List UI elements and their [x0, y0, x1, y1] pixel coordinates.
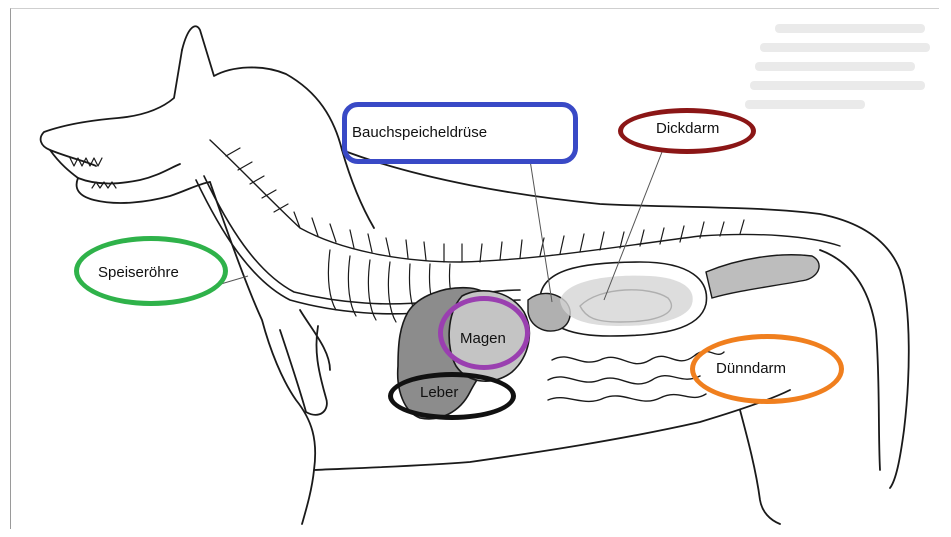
colon-fill — [560, 276, 693, 326]
dickdarm-label: Dickdarm — [656, 120, 719, 138]
dog-front-leg-inner — [300, 310, 330, 370]
bauchspeicheldruese-label: Bauchspeicheldrüse — [352, 124, 487, 142]
leber-label: Leber — [420, 384, 458, 402]
speiseroehre-label: Speiseröhre — [98, 264, 179, 282]
dog-hind-leg — [740, 410, 780, 524]
dog-ear — [41, 50, 182, 166]
duenndarm-label: Dünndarm — [716, 360, 786, 378]
pancreas-leader-line — [530, 160, 552, 302]
dog-belly-line — [314, 390, 790, 470]
magen-label: Magen — [460, 330, 506, 348]
rectum-shape — [706, 255, 819, 298]
dog-snout — [50, 150, 180, 184]
